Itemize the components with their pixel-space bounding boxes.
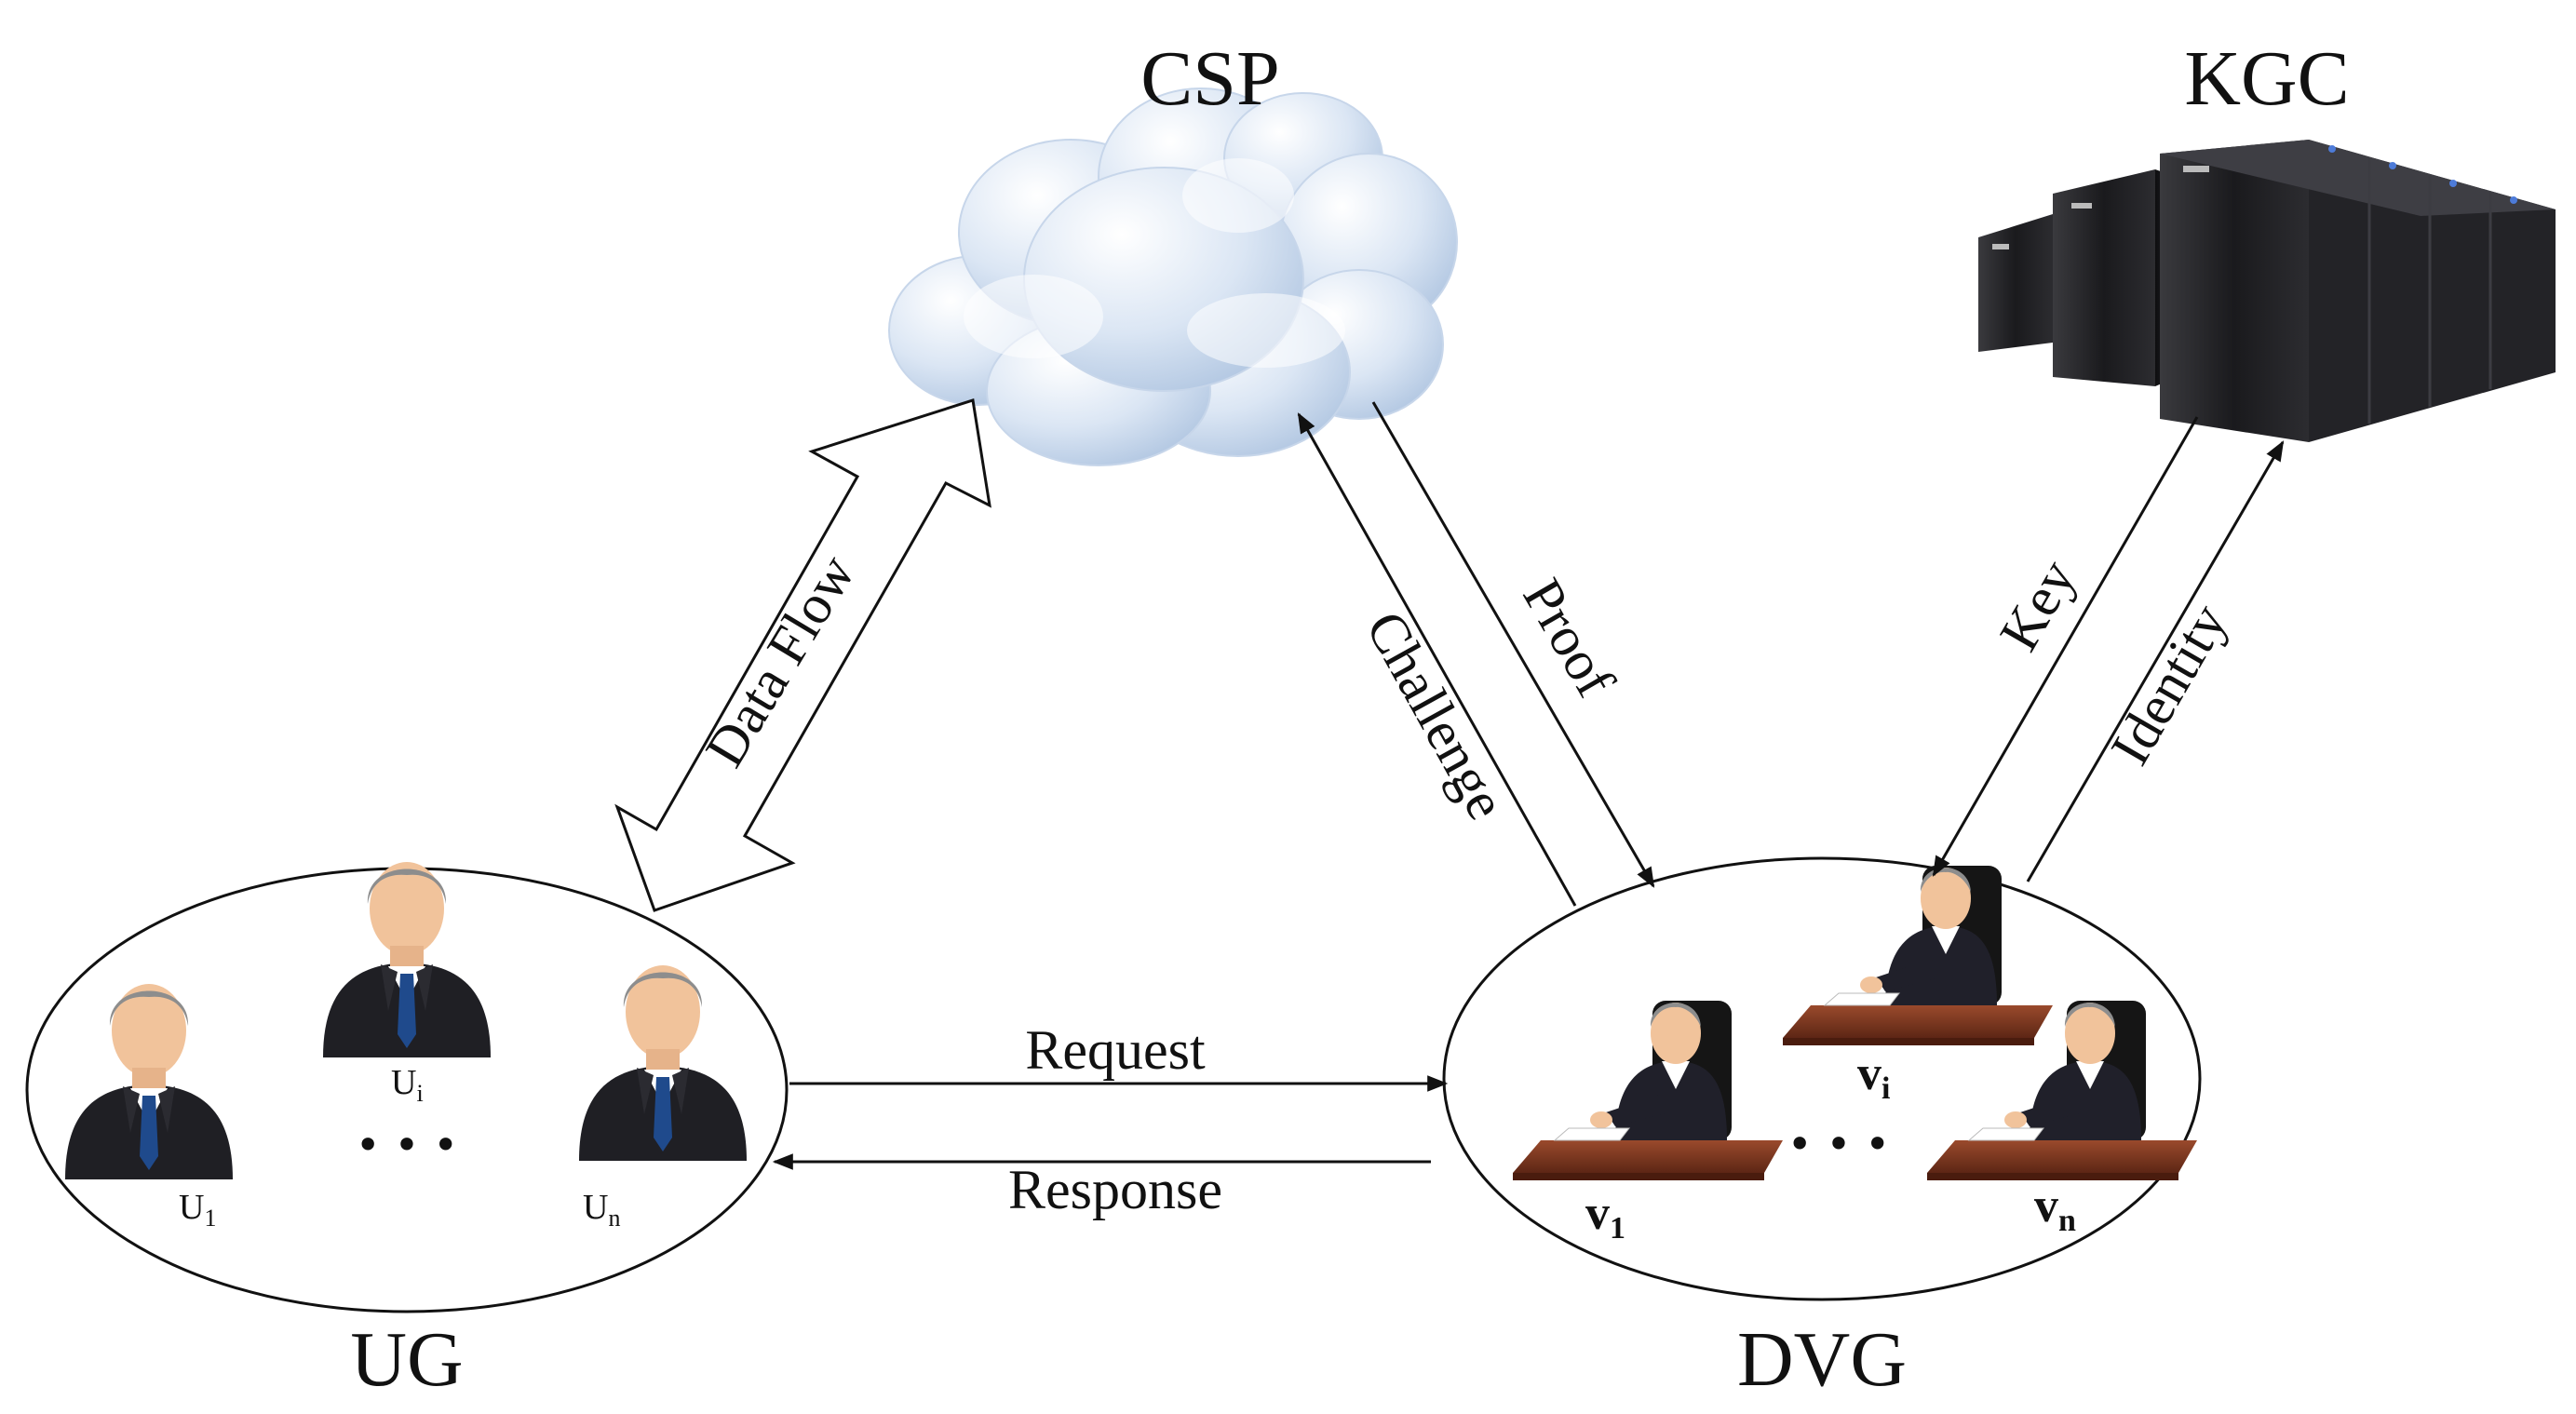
verifier-i-label: vi <box>1857 1047 1890 1106</box>
kgc-label: KGC <box>2184 35 2349 122</box>
kgc-server-icon <box>1978 140 2556 442</box>
challenge-label: Challenge <box>1355 601 1518 829</box>
response-label: Response <box>1008 1159 1222 1220</box>
verifier-1-label: v1 <box>1585 1187 1625 1246</box>
proof-label: Proof <box>1511 569 1626 707</box>
data-flow-arrow <box>614 398 991 912</box>
challenge-arrow <box>1297 412 1577 907</box>
csp-label: CSP <box>1140 35 1279 122</box>
csp-cloud-icon <box>888 88 1458 466</box>
user-n-label: Un <box>583 1188 620 1232</box>
request-label: Request <box>1025 1019 1206 1081</box>
dvg-label: DVG <box>1737 1316 1907 1403</box>
key-label: Key <box>1988 549 2087 661</box>
verifier-n-label: vn <box>2034 1179 2076 1238</box>
key-arrow <box>1932 416 2199 877</box>
user-i-label: Ui <box>391 1063 424 1107</box>
proof-arrow <box>1371 401 1655 888</box>
ug-label: UG <box>350 1316 463 1403</box>
user-1-label: U1 <box>179 1188 216 1232</box>
verifier-ellipsis: • • • <box>1787 1119 1891 1169</box>
user-ellipsis: • • • <box>356 1120 459 1170</box>
identity-label: Identity <box>2098 594 2238 775</box>
identity-arrow <box>2026 440 2285 882</box>
